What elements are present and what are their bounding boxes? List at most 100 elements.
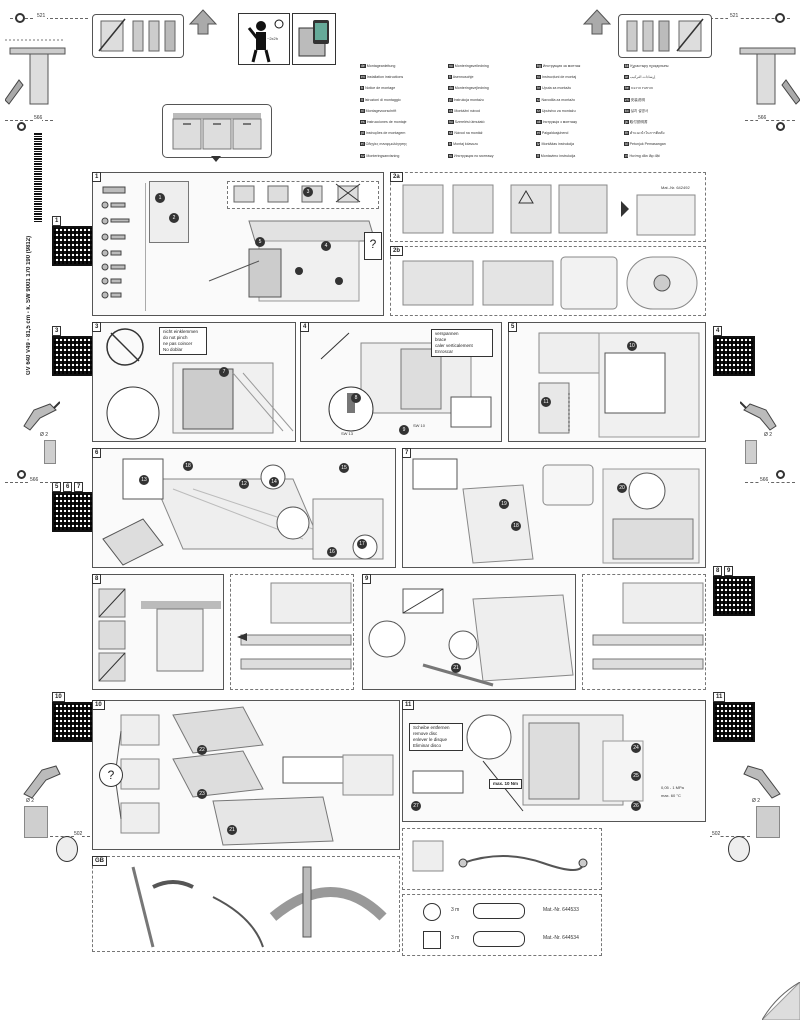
step-panel-5: 5 10 11	[508, 322, 706, 442]
language-title: 安装说明	[630, 97, 645, 102]
language-code: it	[360, 97, 364, 102]
step-panel-gb: GB	[92, 856, 400, 952]
arrow-up-icon	[188, 8, 218, 41]
detail-box	[149, 181, 189, 243]
language-code: sk	[448, 131, 454, 136]
drill-size-label-left: Ø 2	[40, 432, 49, 438]
language-title: Navodila za montažo	[541, 97, 576, 102]
hinge-icon	[740, 760, 784, 805]
language-code: lt	[536, 153, 540, 158]
socket-icon	[423, 903, 441, 921]
qr-code-3[interactable]	[52, 336, 94, 376]
language-title: Návod na montáž	[454, 131, 483, 136]
qr-code-8-9[interactable]	[713, 576, 755, 616]
language-title: إرشادات التركيب	[630, 75, 656, 80]
language-title: Monteringsveiledning	[454, 64, 489, 68]
qr-code-5-6-7[interactable]	[52, 492, 94, 532]
step-badge-22: 22	[197, 745, 207, 755]
language-title: Uputa za montažu	[542, 86, 572, 91]
qr-label-6: 6	[63, 482, 73, 492]
triangle-pointer-icon	[211, 156, 221, 162]
language-title: Инструкция по монтажу	[454, 153, 494, 158]
step-panel-8: 8	[92, 574, 224, 690]
step-badge-20: 20	[617, 483, 627, 493]
dim-label-top-right: 521	[728, 13, 741, 19]
language-title: Monteringsanvisning	[366, 153, 400, 158]
note-line: remove disc	[413, 731, 438, 736]
hinge-icon	[20, 760, 64, 805]
note-line: do not pinch	[163, 335, 188, 340]
remove-disc-note: Scheibe entfernen remove disc enlever le…	[409, 723, 463, 751]
language-code: fr	[360, 86, 365, 91]
step-number: 11	[402, 700, 415, 710]
step-badge-5: 5	[255, 237, 265, 247]
language-code: zh	[624, 97, 630, 102]
top-right-cabinet-illustration	[735, 30, 801, 110]
cable-coil-icon	[473, 931, 525, 947]
note-line: Scheibe entfernen	[413, 725, 450, 730]
dim-label-low-left: 566	[30, 477, 39, 483]
language-title: Instrukcja montażu	[453, 97, 484, 102]
note-line: enlever le disque	[413, 737, 448, 742]
language-title: Paigaldusjuhend	[541, 131, 569, 136]
language-code: ru	[448, 153, 454, 158]
wrench-size-10: SW 10	[413, 423, 426, 428]
step-badge-21: 21	[451, 663, 461, 673]
qr-code-11[interactable]	[713, 702, 755, 742]
step-number: 4	[300, 322, 310, 332]
qr-code-4[interactable]	[713, 336, 755, 376]
dim-label-bottom-left: 502	[74, 831, 83, 837]
note-line: Eliminar disco	[413, 743, 442, 748]
page-curl-icon	[760, 980, 801, 1025]
language-title: 설치 설명서	[630, 108, 649, 113]
step-panel-11: 11 Scheibe entfernen remove disc enlever…	[402, 700, 706, 822]
language-code: he	[624, 86, 630, 91]
step-panel-9: 9 21	[362, 574, 576, 690]
step-badge-18: 18	[183, 461, 193, 471]
language-title: Montagevoorschrift	[365, 108, 397, 113]
step-badge-16: 16	[327, 547, 337, 557]
language-code: en	[360, 75, 366, 80]
step-badge-7: 7	[219, 367, 229, 377]
language-title: Montaj kılavuzu	[453, 142, 479, 147]
language-title: Құрастыру нұсқаулығы	[630, 64, 669, 68]
step-9-detail	[582, 574, 706, 690]
question-sign: ?	[364, 232, 382, 260]
language-code: tr	[448, 142, 453, 147]
note-line: No doblar	[163, 347, 183, 352]
language-code: et	[536, 131, 541, 136]
language-code: pl	[448, 97, 453, 102]
language-code: ja	[624, 120, 629, 124]
step-badge-1: 1	[155, 193, 165, 203]
language-title: Uputstvo za montažu	[541, 108, 576, 113]
step-badge-13: 13	[139, 475, 149, 485]
dim-label-bottom-right: 502	[712, 831, 721, 837]
qr-label-7: 7	[74, 482, 84, 492]
qr-code-10[interactable]	[52, 702, 94, 742]
qr-code-1[interactable]	[52, 226, 94, 266]
language-title: Інструкція з монтажу	[542, 120, 578, 124]
top-left-cabinet-illustration	[4, 30, 70, 110]
language-title: Montageanleitung	[366, 64, 396, 68]
step-badge-21: 21	[227, 825, 237, 835]
step-badge-10: 10	[627, 341, 637, 351]
